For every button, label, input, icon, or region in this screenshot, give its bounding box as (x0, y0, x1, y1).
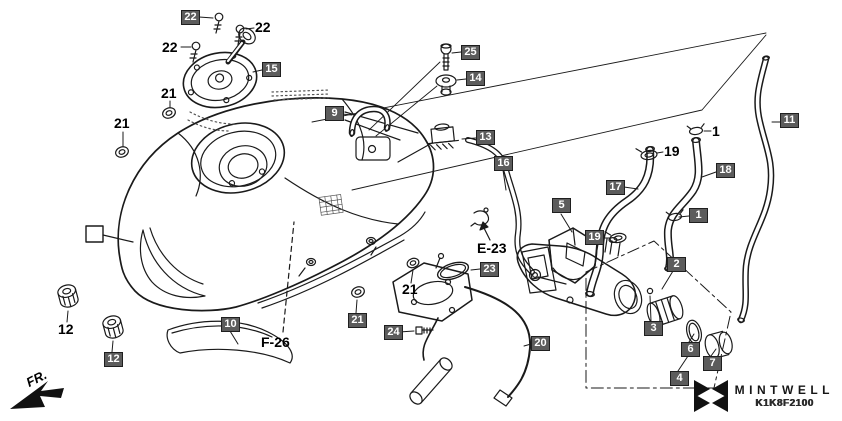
fuel-pipe (464, 286, 532, 407)
callout-4-31: 4 (670, 371, 689, 386)
callout-1-10: 1 (712, 123, 720, 139)
callout-23-20: 23 (480, 262, 499, 277)
callout-13-11: 13 (476, 130, 495, 145)
blank-ref-box (85, 225, 134, 243)
callout-17-15: 17 (606, 180, 625, 195)
bolt-washer-cushion (397, 43, 459, 163)
assembly-boundary (585, 240, 732, 389)
sensor-bolt (415, 326, 434, 335)
callout-22-0: 22 (181, 10, 200, 25)
callout-22-1: 22 (255, 19, 271, 35)
callout-24-26: 24 (384, 325, 403, 340)
fr-direction-arrow-icon (10, 381, 64, 409)
callout-12-29: 12 (104, 352, 123, 367)
fuel-hose-18 (663, 136, 703, 273)
callout-3-24: 3 (644, 321, 663, 336)
fuel-valve-assembly (516, 233, 733, 359)
callout-10-23: 10 (221, 317, 240, 332)
fuel-cap-assembly (182, 27, 258, 109)
ignition-key (225, 27, 256, 65)
leader-lines (66, 16, 781, 372)
hose-clips (604, 123, 705, 244)
callout-22-2: 22 (162, 39, 178, 55)
callout-12-25: 12 (58, 321, 74, 337)
callout-5-16: 5 (552, 198, 571, 213)
ref-e23: E-23 (477, 240, 507, 256)
callout-19-18: 19 (585, 230, 604, 245)
fuel-level-sensor (392, 252, 473, 405)
callout-18-14: 18 (716, 163, 735, 178)
callout-16-13: 16 (494, 156, 513, 171)
callout-14-5: 14 (466, 71, 485, 86)
cap-screws (189, 12, 245, 63)
mintwell-bowtie-logo-icon (693, 380, 728, 412)
tank-grommets (115, 107, 420, 298)
frame-lines (311, 32, 767, 191)
callout-21-22: 21 (348, 313, 367, 328)
brand-name: MINTWELL (734, 383, 834, 397)
breather-hose (348, 105, 391, 137)
mount-nuts (57, 284, 124, 339)
callout-7-30: 7 (703, 356, 722, 371)
diagram-code: K1K8F2100 (755, 398, 814, 409)
callout-21-6: 21 (161, 85, 177, 101)
callout-1-17: 1 (689, 208, 708, 223)
callout-9-7: 9 (325, 106, 344, 121)
callout-20-27: 20 (531, 336, 550, 351)
callout-2-19: 2 (667, 257, 686, 272)
callout-6-28: 6 (681, 342, 700, 357)
ref-f26-leader (282, 221, 295, 333)
callout-15-3: 15 (262, 62, 281, 77)
fuel-tank-outline (117, 89, 435, 312)
drain-tube (737, 55, 775, 324)
pump-o-ring (436, 261, 470, 281)
callout-19-12: 19 (664, 143, 680, 159)
callout-25-4: 25 (461, 45, 480, 60)
brand-block: MINTWELL K1K8F2100 (693, 379, 834, 413)
fuel-hose-17 (585, 145, 655, 298)
e23-clip (470, 207, 491, 241)
callout-21-21: 21 (402, 281, 418, 297)
callout-21-8: 21 (114, 115, 130, 131)
callout-11-9: 11 (780, 113, 799, 128)
ref-f26: F-26 (261, 334, 290, 350)
fuel-fill-tube (465, 137, 567, 285)
